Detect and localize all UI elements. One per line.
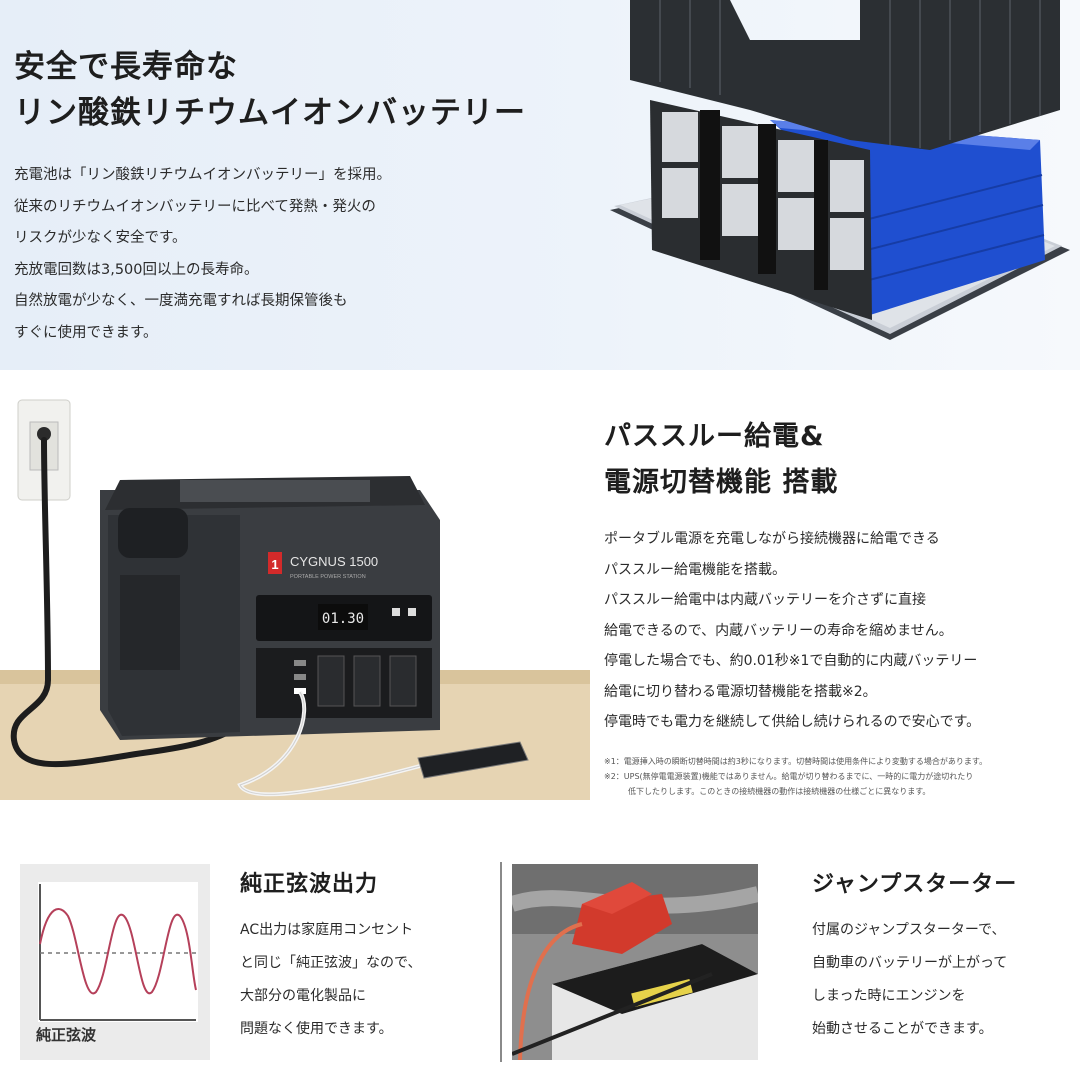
battery-section: 安全で長寿命な リン酸鉄リチウムイオンバッテリー 充電池は「リン酸鉄リチウムイオ… [0,0,1080,370]
sine-wave-curve [39,908,197,995]
sine-section-title: 純正弦波出力 [240,872,379,897]
footnote: ※2：UPS(無停電電源装置)機能ではありません。給電が切り替わるまでに、一時的… [604,772,974,781]
svg-text:01.30: 01.30 [322,611,364,627]
title-line: 電源切替機能 搭載 [604,467,839,498]
sine-wave-diagram [20,864,210,1060]
sine-section-body: AC出力は家庭用コンセント と同じ「純正弦波」なので、 大部分の電化製品に 問題… [240,914,421,1046]
body-line: 自然放電が少なく、一度満充電すれば長期保管後も [14,293,348,309]
product-model: CYGNUS 1500 [290,554,378,569]
footnote: ※1：電源挿入時の瞬断切替時間は約3秒になります。切替時間は使用条件により変動す… [604,757,988,766]
body-line: すぐに使用できます。 [14,324,158,341]
jump-section-body: 付属のジャンプスターターで、 自動車のバッテリーが上がって しまった時にエンジン… [812,914,1007,1046]
body-line: AC出力は家庭用コンセント [240,922,414,938]
body-line: 給電できるので、内蔵バッテリーの寿命を縮めません。 [604,622,953,639]
footnotes: ※1：電源挿入時の瞬断切替時間は約3秒になります。切替時間は使用条件により変動す… [604,754,987,799]
body-line: 停電時でも電力を継続して供給し続けられるので安心です。 [604,714,981,730]
battery-pack-illustration [610,0,1070,340]
jump-section-title: ジャンプスターター [812,872,1018,897]
body-line: と同じ「純正弦波」なので、 [240,955,422,971]
body-line: 大部分の電化製品に [240,988,366,1004]
svg-text:1: 1 [271,557,278,572]
body-line: 始動させることができます。 [812,1021,993,1037]
body-line: 付属のジャンプスターターで、 [812,922,1006,938]
title-line: 安全で長寿命な [14,49,238,85]
passthrough-section-body: ポータブル電源を充電しながら接続機器に給電できる パススルー給電機能を搭載。 パ… [604,524,980,738]
body-line: 停電した場合でも、約0.01秒※1で自動的に内蔵バッテリー [604,653,978,669]
body-line: 自動車のバッテリーが上がって [812,955,1008,971]
svg-text:PORTABLE POWER STATION: PORTABLE POWER STATION [290,574,366,580]
body-line: 充放電回数は3,500回以上の長寿命。 [14,261,259,278]
jump-starter-photo [512,864,758,1060]
body-line: パススルー給電中は内蔵バッテリーを介さずに直接 [604,592,926,608]
title-line: リン酸鉄リチウムイオンバッテリー [14,95,526,131]
title-line: パススルー給電& [604,421,825,452]
body-line: 充電池は「リン酸鉄リチウムイオンバッテリー」を採用。 [14,167,391,183]
sine-wave-label: 純正弦波 [36,1026,97,1044]
body-line: リスクが少なく安全です。 [14,230,187,246]
body-line: 従来のリチウムイオンバッテリーに比べて発熱・発火の [14,198,376,215]
body-line: パススルー給電機能を搭載。 [604,561,786,578]
battery-section-title: 安全で長寿命な リン酸鉄リチウムイオンバッテリー [14,44,526,136]
body-line: ポータブル電源を充電しながら接続機器に給電できる [604,531,940,547]
power-station-photo: 1 CYGNUS 1500 PORTABLE POWER STATION 01.… [0,380,590,820]
passthrough-section-title: パススルー給電& 電源切替機能 搭載 [604,414,838,506]
body-line: 給電に切り替わる電源切替機能を搭載※2。 [604,683,877,700]
footnote: 低下したりします。このときの接続機器の動作は接続機器の仕様ごとに異なります。 [628,787,931,796]
brand-badge [268,552,282,574]
body-line: 問題なく使用できます。 [240,1021,393,1037]
passthrough-section: 1 CYGNUS 1500 PORTABLE POWER STATION 01.… [0,380,1080,820]
section-divider [500,862,502,1062]
battery-section-body: 充電池は「リン酸鉄リチウムイオンバッテリー」を採用。 従来のリチウムイオンバッテ… [14,160,391,349]
body-line: しまった時にエンジンを [812,988,966,1004]
